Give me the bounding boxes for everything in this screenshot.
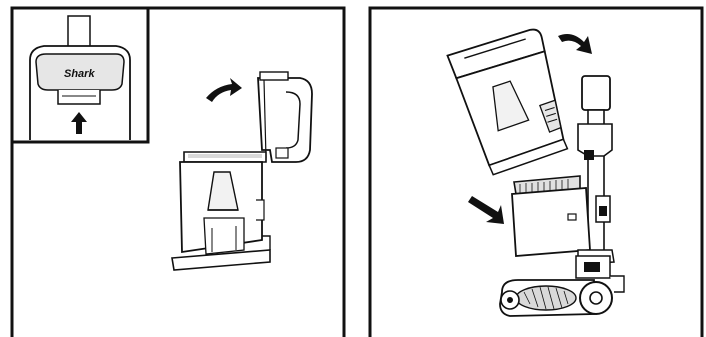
inset-release-latch[interactable] xyxy=(58,90,100,104)
wand-collar xyxy=(578,124,612,156)
front-wheel-hub xyxy=(507,297,513,303)
curved-arrow-icon xyxy=(558,34,592,54)
latch-dot xyxy=(599,206,607,216)
rear-bracket xyxy=(610,276,624,292)
removed-pod xyxy=(446,27,570,178)
filter-chamber xyxy=(204,218,244,254)
lifted-pod-handle xyxy=(258,72,312,162)
straight-arrow-icon xyxy=(468,196,504,224)
dust-cup-side-tab xyxy=(256,200,264,220)
dust-cup xyxy=(172,152,270,270)
left-panel-illustration: Shark xyxy=(0,0,348,337)
neck-joint-dark xyxy=(584,262,600,272)
base-bracket xyxy=(262,236,270,250)
step-panel-left: Shark xyxy=(0,0,348,337)
brushroll xyxy=(516,286,576,310)
inset-detail: Shark xyxy=(12,8,148,142)
right-panel-illustration xyxy=(358,0,706,337)
brand-label: Shark xyxy=(64,68,95,80)
floor-head xyxy=(500,256,624,316)
pod-latch xyxy=(276,148,288,158)
pod-top-cap xyxy=(260,72,288,80)
wand-release[interactable] xyxy=(584,150,594,160)
rear-wheel-hub xyxy=(590,292,602,304)
dust-cup-lid-shade xyxy=(188,154,262,158)
step-panel-right xyxy=(358,0,706,337)
wand-top-grip xyxy=(582,76,610,110)
base-body xyxy=(512,188,590,256)
curved-arrow-icon xyxy=(206,78,242,102)
